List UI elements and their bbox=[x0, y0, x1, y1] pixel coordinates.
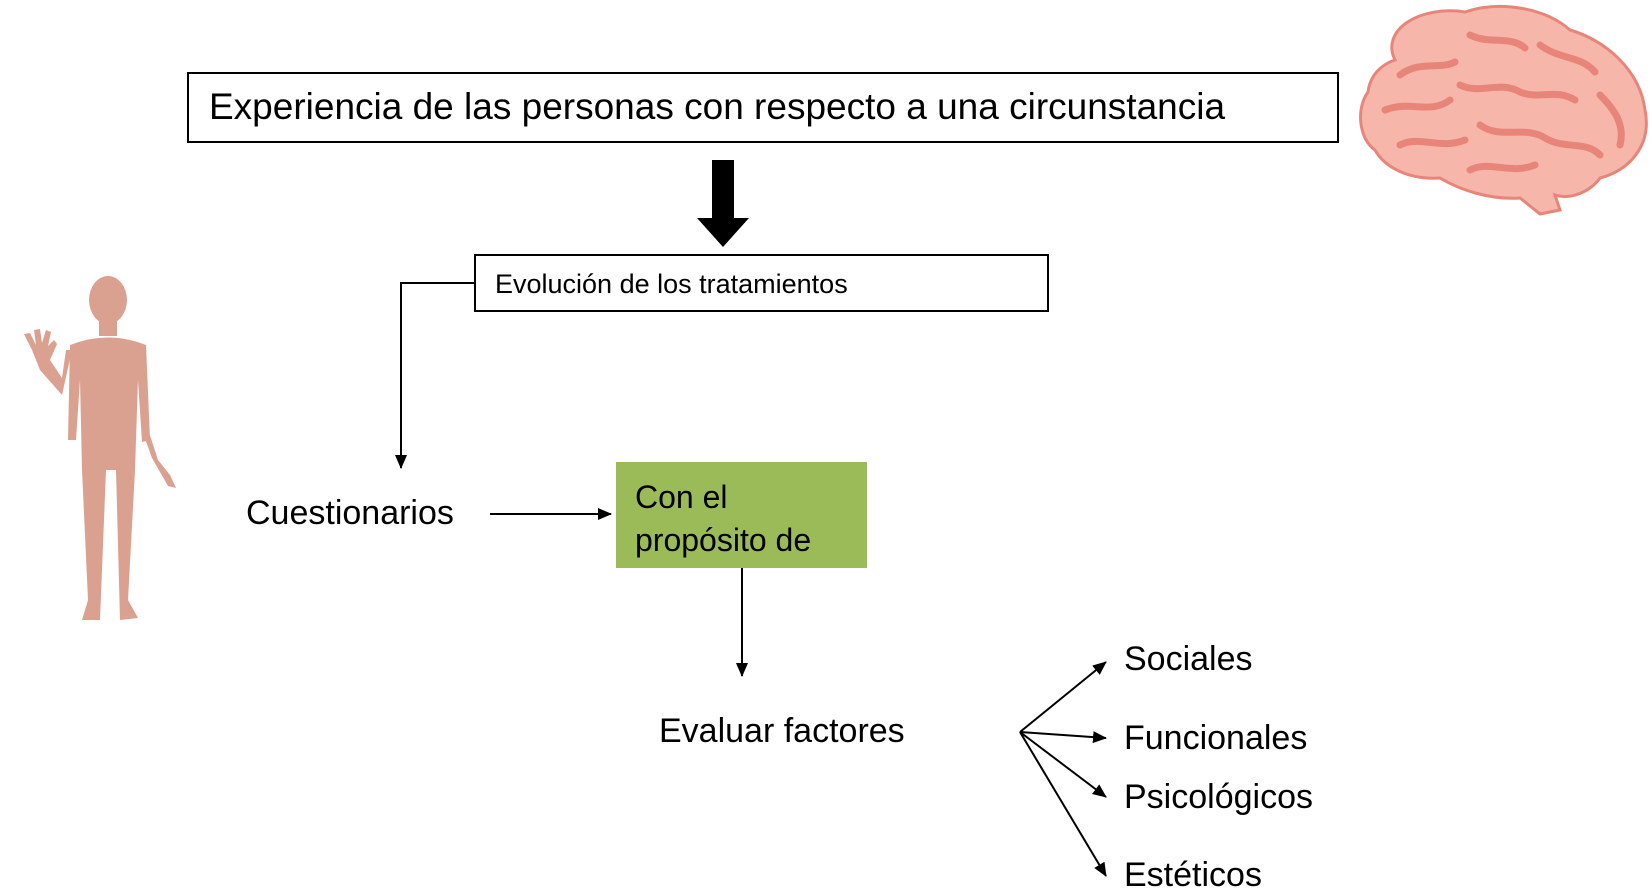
brain-icon bbox=[1359, 5, 1648, 216]
factor-social: Sociales bbox=[1124, 640, 1253, 678]
thick-down-arrow bbox=[697, 160, 749, 247]
factor-arrows bbox=[1019, 661, 1107, 877]
purpose-box-label: Con el propósito de bbox=[635, 479, 812, 558]
evolution-box: Evolución de los tratamientos bbox=[474, 254, 1049, 312]
evaluate-factors-label: Evaluar factores bbox=[659, 712, 905, 750]
evolution-box-label: Evolución de los tratamientos bbox=[495, 269, 848, 299]
connector-evolution-to-questionnaires bbox=[395, 282, 474, 469]
questionnaires-label: Cuestionarios bbox=[246, 494, 454, 532]
human-figure-icon bbox=[24, 276, 176, 620]
purpose-box: Con el propósito de bbox=[616, 462, 867, 568]
factor-psychological: Psicológicos bbox=[1124, 778, 1313, 816]
factor-aesthetic: Estéticos bbox=[1124, 856, 1262, 894]
experience-box: Experiencia de las personas con respecto… bbox=[187, 72, 1339, 143]
experience-box-label: Experiencia de las personas con respecto… bbox=[209, 86, 1226, 127]
factor-functional: Funcionales bbox=[1124, 719, 1308, 757]
